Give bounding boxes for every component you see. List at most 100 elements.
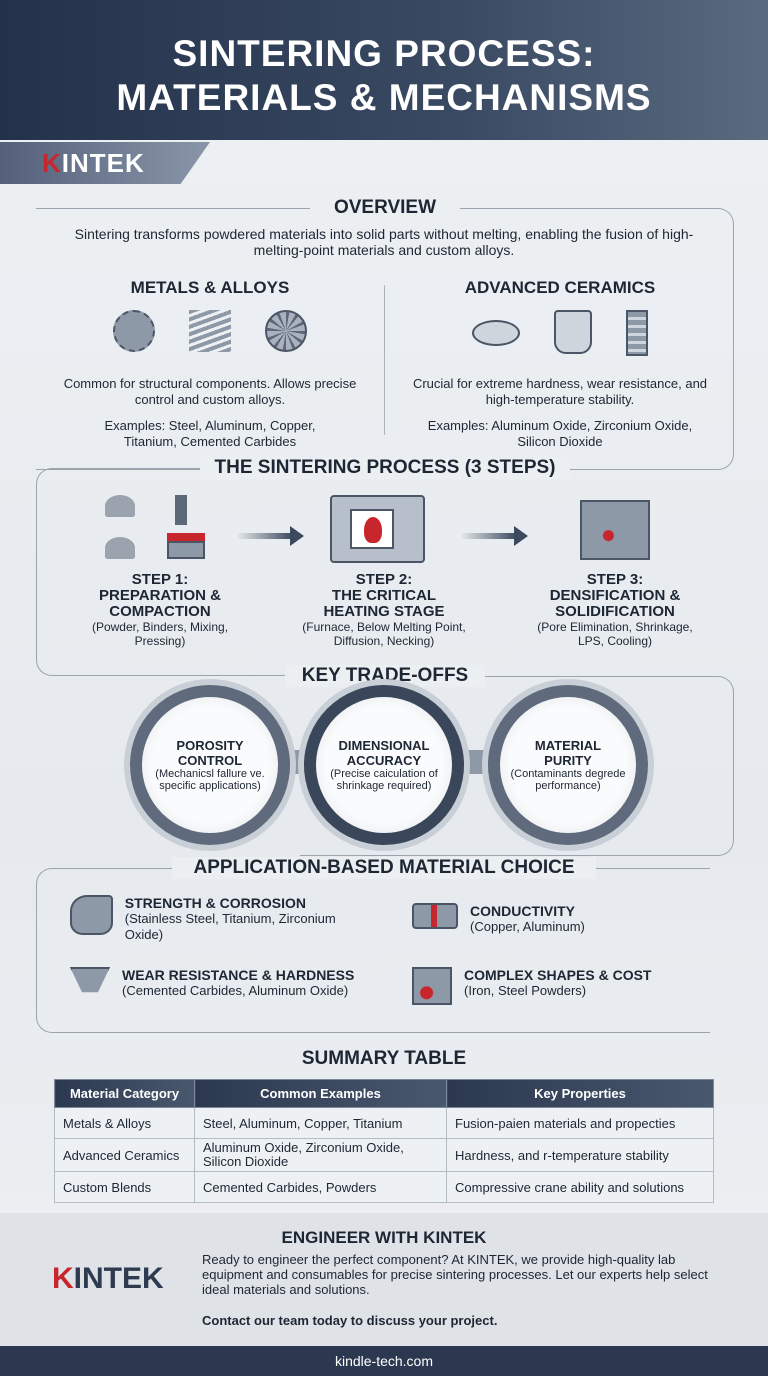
step-3: STEP 3:DENSIFICATION &SOLIDIFICATION (Po… (515, 571, 715, 649)
footer-cta[interactable]: Contact our team today to discuss your p… (202, 1313, 498, 1328)
step-title: THE CRITICAL (331, 587, 437, 604)
ceramics-description: Crucial for extreme hardness, wear resis… (412, 376, 708, 407)
step-title: STEP 3: (586, 571, 644, 588)
column-header: Common Examples (194, 1079, 447, 1108)
tradeoff-accuracy: DIMENSIONAL ACCURACY (Precise caiculatio… (304, 685, 464, 845)
part-icon (412, 967, 452, 1005)
footer-panel (0, 1213, 768, 1346)
page-title-line2: MATERIALS & MECHANISMS (116, 77, 652, 118)
cell: Custom Blends (54, 1171, 195, 1203)
logo-rest: INTEK (61, 148, 145, 178)
tradeoff-title: MATERIAL PURITY (534, 738, 602, 768)
app-conductivity: CONDUCTIVITY(Copper, Aluminum) (412, 903, 712, 935)
cell: Fusion-paien materials and propecties (446, 1107, 714, 1139)
app-details: (Copper, Aluminum) (470, 919, 585, 934)
divider (384, 285, 385, 435)
metals-description: Common for structural components. Allows… (63, 376, 357, 407)
step-title: COMPACTION (109, 603, 211, 620)
metals-column: METALS & ALLOYS Common for structural co… (60, 278, 360, 450)
cell: Compressive crane ability and solutions (446, 1171, 714, 1203)
gear-icon (113, 310, 155, 352)
metals-examples: Examples: Steel, Aluminum, Copper, Titan… (104, 418, 316, 449)
app-wear: WEAR RESISTANCE & HARDNESS(Cemented Carb… (70, 967, 390, 1003)
app-title: STRENGTH & CORROSION (124, 895, 307, 911)
tradeoff-details: (Mechanicsl fallure ve. specific applica… (155, 768, 265, 792)
cell: Advanced Ceramics (54, 1138, 195, 1172)
cell: Metals & Alloys (54, 1107, 195, 1139)
insulator-icon (626, 310, 648, 356)
ceramics-column: ADVANCED CERAMICS Crucial for extreme ha… (410, 278, 710, 450)
overview-heading: OVERVIEW (310, 197, 460, 219)
footer-text: Ready to engineer the perfect component?… (202, 1252, 708, 1297)
app-details: (Cemented Carbides, Aluminum Oxide) (122, 983, 349, 998)
step-title: SOLIDIFICATION (555, 603, 675, 620)
crucible-icon (554, 310, 592, 354)
logo-k: K (42, 148, 62, 178)
step-title: PREPARATION & (99, 587, 221, 604)
header-banner: SINTERING PROCESS: MATERIALS & MECHANISM… (0, 0, 768, 140)
logo-rest: INTEK (73, 1262, 164, 1295)
tradeoff-details: (Precise caiculation of shrinkage requir… (330, 768, 438, 792)
summary-table: Material Category Common Examples Key Pr… (54, 1079, 714, 1203)
tradeoff-title: POROSITY CONTROL (176, 738, 244, 768)
step-title: STEP 1: (131, 571, 189, 588)
cell: Steel, Aluminum, Copper, Titanium (194, 1107, 447, 1139)
arrow-icon (460, 526, 528, 546)
tradeoff-frame (300, 676, 734, 856)
logo-k: K (52, 1262, 74, 1295)
table-header-row: Material Category Common Examples Key Pr… (54, 1079, 714, 1108)
logo-band (0, 142, 210, 184)
step-details: (Powder, Binders, Mixing, Pressing) (91, 620, 229, 648)
cutting-tool-icon (70, 967, 110, 993)
step-details: (Pore Elimination, Shrinkage, LPS, Cooli… (537, 620, 693, 648)
column-header: Key Properties (446, 1079, 714, 1108)
step-title: HEATING STAGE (323, 603, 445, 620)
disc-icon (472, 320, 520, 346)
app-details: (Stainless Steel, Titanium, Zirconium Ox… (124, 911, 336, 942)
app-details: (Iron, Steel Powders) (464, 983, 587, 998)
step-1: STEP 1:PREPARATION &COMPACTION (Powder, … (60, 571, 260, 649)
step-title: STEP 2: (355, 571, 413, 588)
conductor-icon (412, 903, 458, 929)
app-strength: STRENGTH & CORROSION(Stainless Steel, Ti… (70, 895, 370, 943)
ceramics-heading: ADVANCED CERAMICS (464, 278, 656, 297)
powder-press-icon (105, 495, 205, 565)
step-details: (Furnace, Below Melting Point, Diffusion… (302, 620, 466, 648)
footer-heading: ENGINEER WITH KINTEK (281, 1228, 487, 1247)
app-title: CONDUCTIVITY (470, 903, 575, 919)
summary-heading: SUMMARY TABLE (301, 1048, 467, 1069)
column-header: Material Category (54, 1079, 195, 1108)
tradeoff-title: DIMENSIONAL ACCURACY (338, 738, 430, 768)
tradeoff-purity: MATERIAL PURITY (Contaminants degrede pe… (488, 685, 648, 845)
tradeoffs-heading: KEY TRADE-OFFS (285, 665, 485, 687)
tradeoff-porosity: POROSITY CONTROL (Mechanicsl fallure ve.… (130, 685, 290, 845)
turbine-icon (265, 310, 307, 352)
porous-block-icon (580, 500, 650, 560)
footer-kintek-logo: KINTEK (52, 1262, 164, 1296)
cell: Cemented Carbides, Powders (194, 1171, 447, 1203)
tradeoff-details: (Contaminants degrede performance) (510, 768, 626, 792)
cell: Hardness, and r-temperature stability (446, 1138, 714, 1172)
app-title: WEAR RESISTANCE & HARDNESS (122, 967, 355, 983)
overview-text: Sintering transforms powdered materials … (74, 226, 694, 258)
spring-icon (189, 310, 231, 352)
website-link[interactable]: kindle-tech.com (0, 1346, 768, 1376)
arm-icon (70, 895, 113, 935)
process-heading: THE SINTERING PROCESS (3 STEPS) (200, 457, 570, 479)
ceramics-examples: Examples: Aluminum Oxide, Zirconium Oxid… (427, 418, 693, 449)
app-title: COMPLEX SHAPES & COST (464, 967, 652, 983)
cell: Aluminum Oxide, Zirconium Oxide, Silicon… (194, 1138, 447, 1172)
metals-heading: METALS & ALLOYS (130, 278, 290, 297)
furnace-icon (330, 495, 425, 563)
applications-grid: STRENGTH & CORROSION(Stainless Steel, Ti… (70, 895, 720, 1015)
step-title: DENSIFICATION & (549, 587, 681, 604)
kintek-logo: KINTEK (42, 148, 145, 179)
app-complex: COMPLEX SHAPES & COST(Iron, Steel Powder… (412, 967, 712, 1005)
page-title-line1: SINTERING PROCESS: (172, 33, 596, 74)
arrow-icon (236, 526, 304, 546)
applications-heading: APPLICATION-BASED MATERIAL CHOICE (172, 857, 596, 879)
